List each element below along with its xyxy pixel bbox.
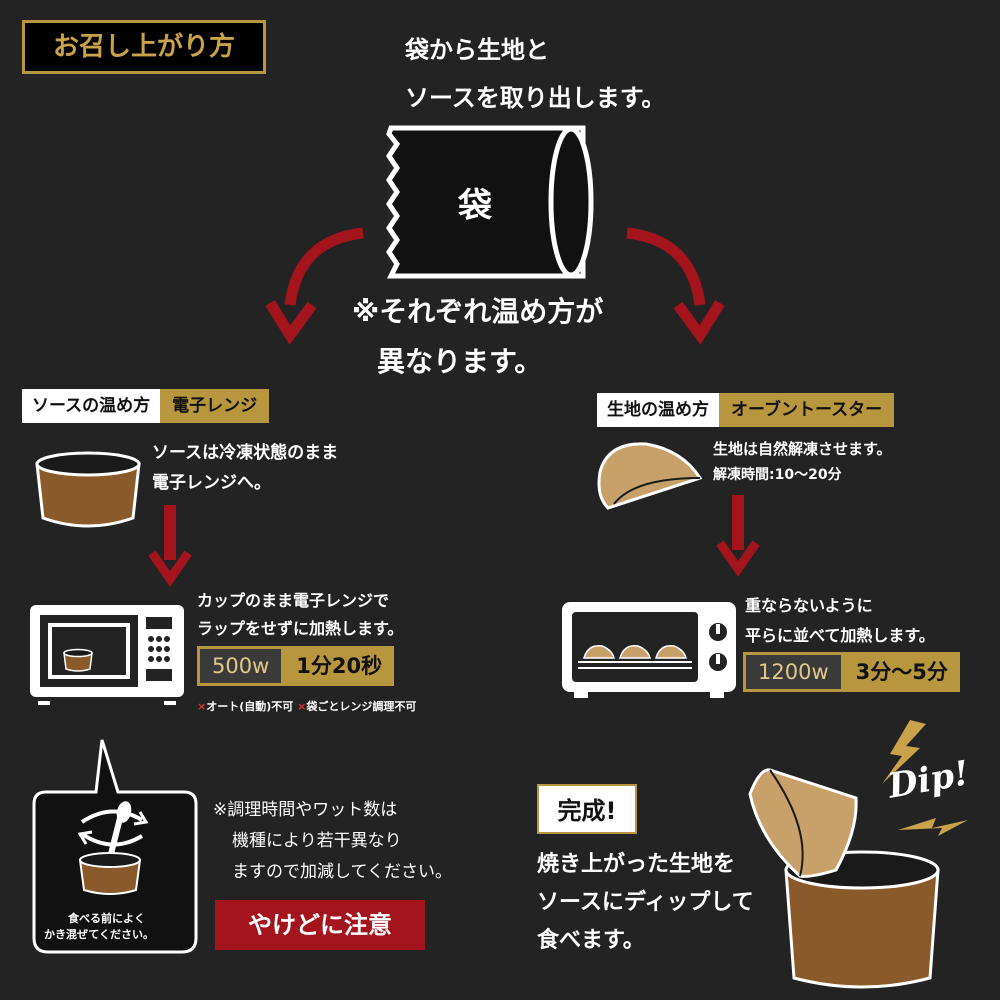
sauce-desc-2: 電子レンジへ。 xyxy=(152,473,271,493)
sauce-step-header: ソースの温め方 電子レンジ xyxy=(22,389,270,423)
done-line-1: 焼き上がった生地を xyxy=(537,852,736,877)
done-badge: 完成! xyxy=(537,784,637,834)
sauce-cup-icon xyxy=(35,451,141,528)
stir-tip-line-2: かき混ぜてください。 xyxy=(44,928,154,941)
left-curved-arrow-icon xyxy=(265,227,364,345)
sauce-step-1: カップのまま電子レンジで xyxy=(197,591,390,610)
dough-step-2: 平らに並べて加熱します。 xyxy=(745,626,935,645)
dough-desc-1: 生地は自然解凍させます。 xyxy=(713,440,892,458)
caution-2: 袋ごとレンジ調理不可 xyxy=(306,700,417,713)
title-badge: お召し上がり方 xyxy=(22,20,266,74)
tip-line-2: 機種により若干異なり xyxy=(232,831,402,851)
sauce-time: 1分20秒 xyxy=(284,646,395,686)
sauce-head-label: ソースの温め方 xyxy=(22,389,161,423)
bag-label: 袋 xyxy=(458,186,492,226)
dough-setting-box: 1200w 3分〜5分 xyxy=(743,652,960,692)
done-line-3: 食べます。 xyxy=(537,928,645,953)
dip-illustration xyxy=(748,720,968,989)
sauce-cautions: ×オート(自動)不可 ×袋ごとレンジ調理不可 xyxy=(197,698,416,714)
caution-1: オート(自動)不可 xyxy=(206,700,294,713)
dough-step-1: 重ならないように xyxy=(745,596,873,615)
burn-warning: やけどに注意 xyxy=(215,900,425,950)
sauce-setting-box: 500w 1分20秒 xyxy=(197,646,395,686)
tip-line-3: ますので加減してください。 xyxy=(232,862,452,882)
dough-head-label: 生地の温め方 xyxy=(597,393,719,427)
dough-piece-icon xyxy=(597,442,703,510)
sauce-step-2: ラップをせずに加熱します。 xyxy=(197,619,404,638)
tip-line-1: ※調理時間やワット数は xyxy=(213,800,398,820)
caution-2-mark: × xyxy=(297,700,307,713)
dough-desc-2: 解凍時間:10〜20分 xyxy=(713,467,842,483)
sauce-down-arrow-icon xyxy=(148,505,192,587)
sauce-head-method: 電子レンジ xyxy=(160,389,270,423)
dough-step-header: 生地の温め方 オーブントースター xyxy=(597,393,895,427)
done-line-2: ソースにディップして xyxy=(537,890,754,915)
bag-illustration xyxy=(385,125,594,279)
microwave-icon xyxy=(30,605,184,705)
intro-line-1: 袋から生地と xyxy=(405,36,549,64)
dough-wattage: 1200w xyxy=(743,652,844,692)
dough-time: 3分〜5分 xyxy=(843,652,960,692)
sauce-desc-1: ソースは冷凍状態のまま xyxy=(152,443,339,463)
caution-1-mark: × xyxy=(197,700,207,713)
stir-tip-line-1: 食べる前によく xyxy=(68,912,145,925)
note-center-line-1: ※それぞれ温め方が xyxy=(352,295,604,328)
dough-down-arrow-icon xyxy=(716,495,760,577)
intro-line-2: ソースを取り出します。 xyxy=(405,84,666,112)
note-center-line-2: 異なります。 xyxy=(377,345,543,378)
sauce-wattage: 500w xyxy=(197,646,285,686)
stir-speech-bubble xyxy=(32,739,198,954)
toaster-oven-icon xyxy=(562,602,736,698)
dough-head-method: オーブントースター xyxy=(719,393,895,427)
right-curved-arrow-icon xyxy=(626,227,725,345)
